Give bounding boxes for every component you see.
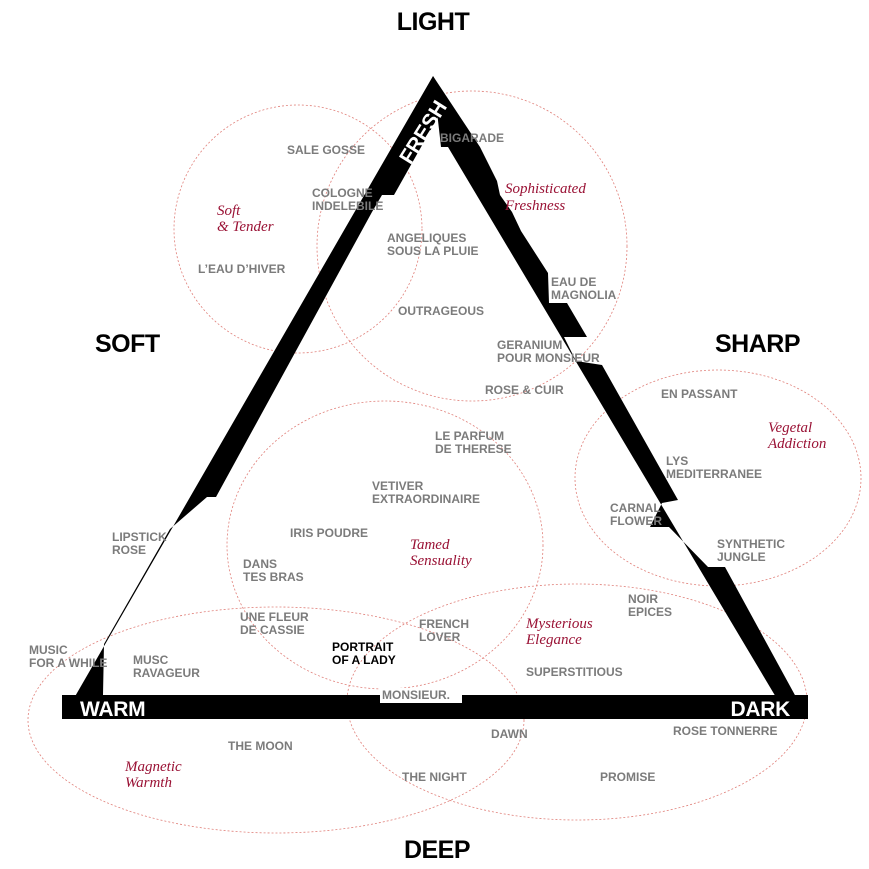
fragrance-vetiver-extraordinaire: VETIVER EXTRAORDINAIRE: [372, 479, 480, 506]
fragrance-the-night: THE NIGHT: [402, 770, 467, 784]
family-labels: Soft & Tender Sophisticated Freshness Ve…: [124, 181, 826, 791]
fragrance-monsieur: MONSIEUR.: [382, 688, 450, 702]
fragrance-eau-d-hiver: L’EAU D’HIVER: [198, 262, 286, 276]
corner-warm: WARM: [80, 698, 145, 721]
fragrance-eau-de-magnolia: EAU DE MAGNOLIA: [551, 275, 617, 302]
axis-light: LIGHT: [397, 8, 470, 36]
fragrance-carnal-flower: CARNAL FLOWER: [610, 501, 664, 528]
fragrance-outrageous: OUTRAGEOUS: [398, 304, 484, 318]
family-vegetal-addiction: Vegetal Addiction: [767, 420, 826, 452]
family-mysterious-elegance: Mysterious Elegance: [525, 616, 596, 648]
fragrance-sale-gosse: SALE GOSSE: [287, 143, 365, 157]
fragrance-bigarade: BIGARADE: [440, 131, 504, 145]
fragrance-synthetic-jungle: SYNTHETIC JUNGLE: [717, 537, 788, 564]
fragrance-en-passant: EN PASSANT: [661, 387, 738, 401]
fragrance-rose-et-cuir: ROSE & CUIR: [485, 383, 564, 397]
fragrance-geranium-pour-monsieur: GERANIUM POUR MONSIEUR: [497, 338, 600, 365]
fragrance-iris-poudre: IRIS POUDRE: [290, 526, 368, 540]
family-magnetic-warmth: Magnetic Warmth: [124, 759, 185, 791]
triangle-frame: [62, 76, 808, 719]
axis-sharp: SHARP: [715, 330, 800, 358]
fragrance-french-lover: FRENCH LOVER: [419, 617, 472, 644]
fragrance-dans-tes-bras: DANS TES BRAS: [243, 557, 304, 584]
triangle-base: [62, 695, 808, 719]
fragrance-lipstick-rose: LIPSTICK ROSE: [112, 530, 170, 557]
corner-dark: DARK: [731, 698, 791, 721]
fragrance-music-for-a-while: MUSIC FOR A WHILE: [29, 643, 107, 670]
fragrance-cologne-indelebile: COLOGNE INDELEBILE: [312, 186, 383, 213]
family-rings: [27, 90, 862, 834]
family-sophisticated-freshness: Sophisticated Freshness: [504, 181, 590, 214]
family-soft-tender: Soft & Tender: [217, 203, 274, 235]
fragrance-the-moon: THE MOON: [228, 739, 293, 753]
triangle-right-edge: [433, 76, 808, 719]
fragrance-noir-epices: NOIR EPICES: [628, 592, 672, 619]
ring-magnetic-warmth: [27, 606, 525, 834]
fragrance-le-parfum-de-therese: LE PARFUM DE THERESE: [435, 429, 512, 456]
fragrance-angeliques-sous-la-pluie: ANGELIQUES SOUS LA PLUIE: [387, 231, 479, 258]
fragrance-monsieur-backing: [380, 688, 462, 703]
axis-soft: SOFT: [95, 330, 160, 358]
fragrance-dawn: DAWN: [491, 727, 528, 741]
ring-soft-tender: [173, 104, 423, 354]
fragrance-promise: PROMISE: [600, 770, 655, 784]
fragrance-superstitious: SUPERSTITIOUS: [526, 665, 623, 679]
fragrance-lys-mediterranee: LYS MEDITERRANEE: [666, 454, 762, 481]
fragrance-labels: SALE GOSSE BIGARADE COLOGNE INDELEBILE A…: [29, 131, 788, 784]
fragrance-une-fleur-de-cassie: UNE FLEUR DE CASSIE: [240, 610, 312, 637]
ring-sophisticated-freshness: [316, 90, 628, 402]
fragrance-portrait-of-a-lady: PORTRAIT OF A LADY: [332, 640, 397, 667]
fragrance-rose-tonnerre: ROSE TONNERRE: [673, 724, 777, 738]
axis-deep: DEEP: [404, 836, 470, 864]
fragrance-musc-ravageur: MUSC RAVAGEUR: [133, 653, 200, 680]
triangle-left-edge: [62, 76, 447, 719]
family-tamed-sensuality: Tamed Sensuality: [410, 537, 472, 569]
